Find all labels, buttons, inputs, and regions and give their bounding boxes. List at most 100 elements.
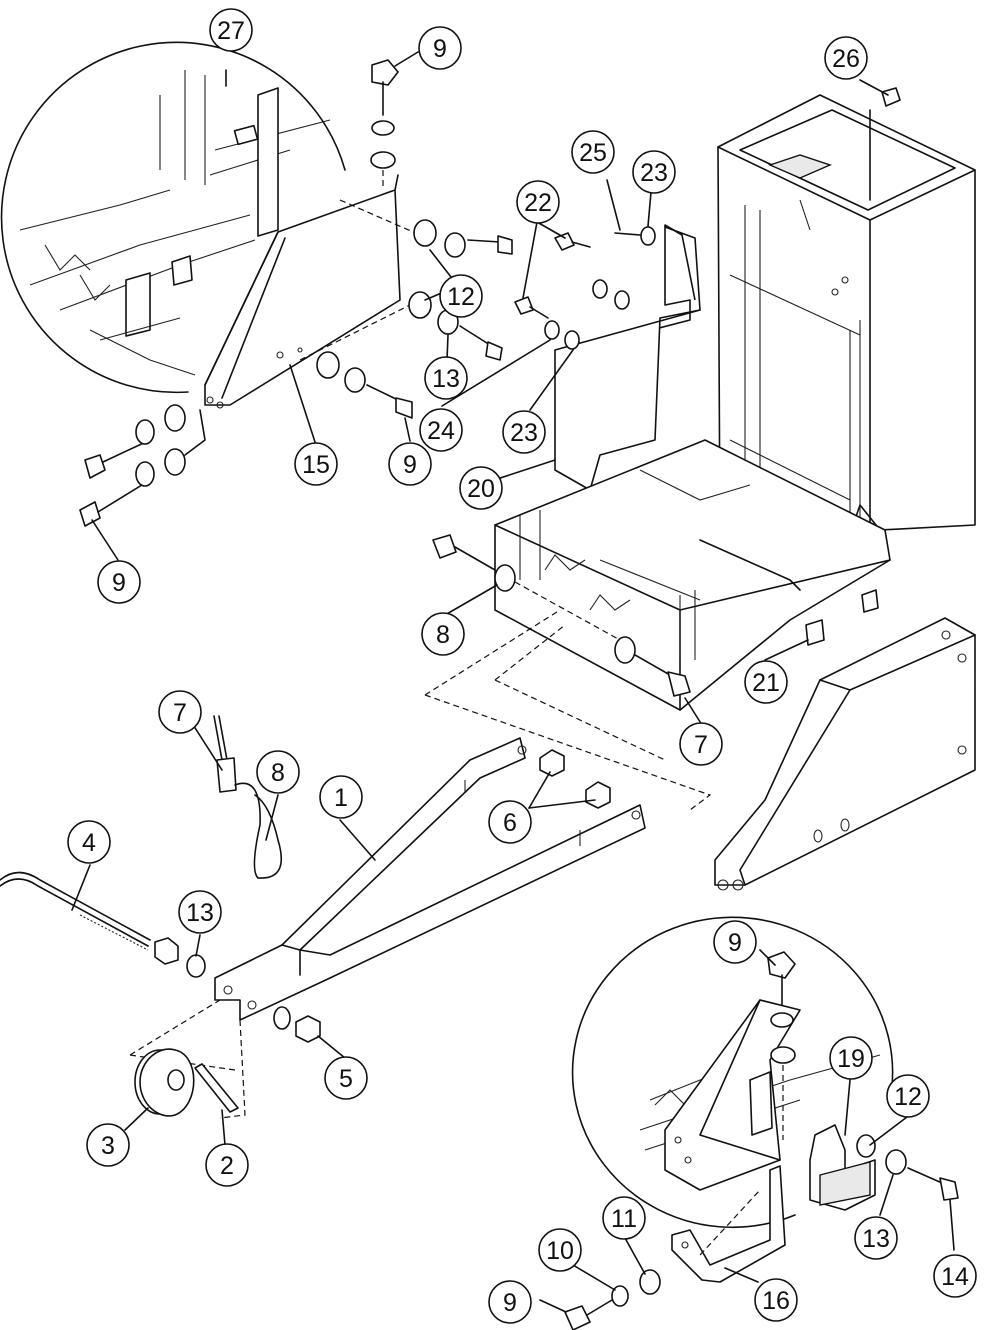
callout-19: 19 (829, 1036, 873, 1080)
threaded-rod-4 (0, 871, 206, 978)
callout-circle (459, 466, 503, 510)
callout-10: 10 (538, 1228, 582, 1272)
callout-24: 24 (419, 408, 463, 452)
callout-7: 7 (679, 722, 723, 766)
callout-12: 12 (439, 274, 483, 318)
nut-5 (273, 1006, 321, 1043)
callout-2: 2 (205, 1143, 249, 1187)
callout-13: 13 (854, 1216, 898, 1260)
callout-8: 8 (421, 612, 465, 656)
callout-circle (421, 612, 465, 656)
callout-circle (824, 36, 868, 80)
axle-2 (194, 1063, 239, 1113)
bolts-bottom (564, 1269, 661, 1330)
callout-circle (854, 1216, 898, 1260)
callout-23: 23 (502, 410, 546, 454)
callout-number: 9 (403, 451, 417, 479)
callout-number: 16 (762, 1287, 790, 1315)
callout-number: 5 (339, 1065, 353, 1093)
callout-9: 9 (713, 920, 757, 964)
callout-circle (86, 1123, 130, 1167)
callout-12: 12 (886, 1074, 930, 1118)
callout-14: 14 (933, 1254, 977, 1298)
callout-circle (829, 1036, 873, 1080)
callout-number: 7 (694, 731, 708, 759)
callout-number: 22 (524, 189, 552, 217)
callout-number: 12 (447, 283, 475, 311)
callout-circle (418, 26, 462, 70)
callout-20: 20 (459, 466, 503, 510)
callout-circle (178, 890, 222, 934)
callout-circle (602, 1196, 646, 1240)
callout-26: 26 (824, 36, 868, 80)
bracket-15 (204, 174, 421, 409)
callout-number: 26 (832, 45, 860, 73)
callout-circle (67, 820, 111, 864)
callout-circle (632, 150, 676, 194)
callout-13: 13 (178, 890, 222, 934)
plate-20 (554, 224, 701, 491)
bolts-right-of-bracket (316, 219, 513, 419)
callout-number: 8 (271, 759, 285, 787)
detail-circle-top-left (0, 41, 346, 394)
callout-number: 9 (728, 929, 742, 957)
callout-circle (744, 660, 788, 704)
hardware-20 (514, 226, 656, 350)
callout-22: 22 (516, 180, 560, 224)
callout-circle (209, 8, 253, 52)
callout-number: 13 (186, 899, 214, 927)
callout-circle (439, 274, 483, 318)
side-bracket (714, 617, 976, 891)
callout-number: 4 (82, 829, 96, 857)
callout-23: 23 (632, 150, 676, 194)
callout-16: 16 (754, 1278, 798, 1322)
foot-bar-16 (671, 1165, 786, 1283)
callout-circle (324, 1056, 368, 1100)
callout-25: 25 (571, 130, 615, 174)
callout-number: 23 (640, 159, 668, 187)
callout-number: 20 (467, 475, 495, 503)
tongue-assembly-1 (214, 737, 646, 1021)
callout-5: 5 (324, 1056, 368, 1100)
callout-number: 9 (503, 1289, 517, 1317)
callout-circle (713, 920, 757, 964)
bracket-19 (809, 1124, 959, 1211)
callout-circle (97, 560, 141, 604)
callout-number: 9 (112, 569, 126, 597)
leader-lines (71, 51, 955, 1313)
callout-circle (754, 1278, 798, 1322)
callout-circle (419, 408, 463, 452)
callout-number: 11 (611, 1205, 637, 1233)
callout-number: 15 (302, 451, 330, 479)
callout-27: 27 (209, 8, 253, 52)
callout-circle (388, 442, 432, 486)
callout-circle (516, 180, 560, 224)
nuts-6 (539, 749, 611, 809)
callout-circle (933, 1254, 977, 1298)
callout-4: 4 (67, 820, 111, 864)
callout-1: 1 (319, 775, 363, 819)
callout-circle (679, 722, 723, 766)
wheel-3 (134, 1048, 195, 1117)
callout-number: 13 (432, 365, 460, 393)
callout-6: 6 (488, 800, 532, 844)
callout-circle (256, 750, 300, 794)
callout-13: 13 (424, 356, 468, 400)
callout-number: 25 (579, 139, 607, 167)
detail-circle-bottom-right (571, 916, 894, 1229)
callout-number: 19 (837, 1045, 865, 1073)
callout-number: 12 (894, 1083, 922, 1111)
callout-number: 24 (427, 417, 455, 445)
bolt-stack-top (370, 59, 399, 190)
bolts-set-top-left (79, 404, 206, 527)
callout-number: 3 (101, 1132, 115, 1160)
callout-circle (886, 1074, 930, 1118)
callout-circle (502, 410, 546, 454)
callout-number: 10 (546, 1237, 574, 1265)
callout-circle (319, 775, 363, 819)
callout-7: 7 (158, 690, 202, 734)
hitch-pin (213, 715, 283, 879)
callout-number: 1 (334, 784, 348, 812)
